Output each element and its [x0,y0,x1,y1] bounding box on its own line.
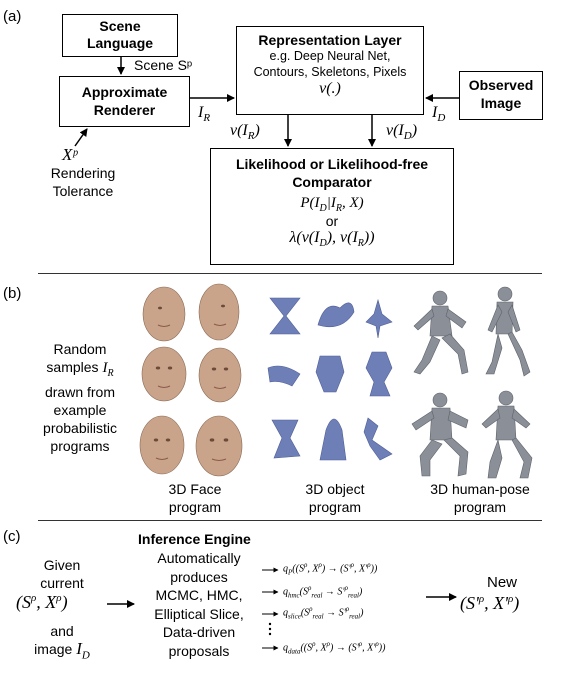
object-sample [267,365,301,387]
rendering-tolerance-text: Rendering Tolerance [50,165,116,199]
face-sample [195,415,243,477]
inference-engine-title: Inference Engine [138,531,251,547]
object-sample [365,351,393,397]
pose-caption: 3D human-pose program [430,481,530,515]
scene-arrow-label: Scene Sᵖ [134,57,193,73]
face-sample [142,286,186,342]
pose-sample [413,290,469,375]
observed-image-text: Observed Image [468,77,534,111]
face-sample [141,346,187,402]
face-caption: 3D Face program [168,481,222,515]
current-state: (Sρ, Xρ) [16,592,68,612]
nu-id-label: ν(ID) [386,122,418,143]
rep-layer-func: ν(.) [319,80,341,97]
approx-renderer-text: Approximate Renderer [81,84,168,118]
object-caption: 3D object program [305,481,365,515]
comparator-eq1: P(ID|IR, X) [300,195,364,214]
proposal-q2: qhmc(Sρreal → S'ρreal) [283,584,363,600]
face-sample [198,283,240,341]
ir-label: IR [198,104,211,125]
proposal-q1: qP((Sρ, Xρ) → (S'ρ, X'ρ)) [283,561,378,577]
new-label: New [487,574,518,591]
new-state: (S'ρ, X'ρ) [460,593,520,613]
comparator-or: or [325,213,339,229]
proposal-q4: qdata((Sρ, Xρ) → (S'ρ, X'ρ)) [283,640,386,656]
scene-language-text: Scene Language [86,18,154,51]
nu-ir-label: ν(IR) [230,122,260,143]
face-sample [139,415,185,475]
inference-engine-desc: Automatically produces MCMC, HMC, Ellipt… [154,550,244,659]
pose-sample [411,392,469,477]
ellipsis-dots [268,622,272,636]
object-sample [271,419,301,459]
divider-1 [38,273,542,274]
rep-layer-title: Representation Layer [258,32,402,48]
observed-image-box: Observed Image [459,71,543,120]
comparator-box: Likelihood or Likelihood-free Comparator… [210,148,454,265]
object-sample [315,355,345,393]
given-current-text: Given current [40,557,84,591]
comparator-eq2: λ(ν(ID), ν(IR)) [289,229,375,250]
object-sample [319,418,347,461]
object-sample [269,297,301,335]
proposal-q3: qslice(Sρreal → S'ρreal) [283,605,364,621]
pose-sample [485,286,531,377]
object-sample [365,298,393,339]
panel-c-label: (c) [3,528,21,545]
x-rho-label: Xᵖ [62,145,78,164]
id-label: ID [432,104,446,125]
panel-b-label: (b) [3,285,22,302]
comparator-title: Likelihood or Likelihood-free Comparator [235,156,429,190]
divider-2 [38,520,542,521]
face-sample [198,347,242,403]
pose-sample [481,390,533,479]
panel-a-label: (a) [3,8,22,25]
scene-language-box: Scene Language [62,14,178,57]
representation-layer-box: Representation Layer e.g. Deep Neural Ne… [236,26,424,115]
object-sample [363,417,393,461]
approx-renderer-box: Approximate Renderer [59,76,190,127]
rep-layer-desc: e.g. Deep Neural Net, Contours, Skeleton… [253,49,407,79]
object-sample [317,302,355,328]
